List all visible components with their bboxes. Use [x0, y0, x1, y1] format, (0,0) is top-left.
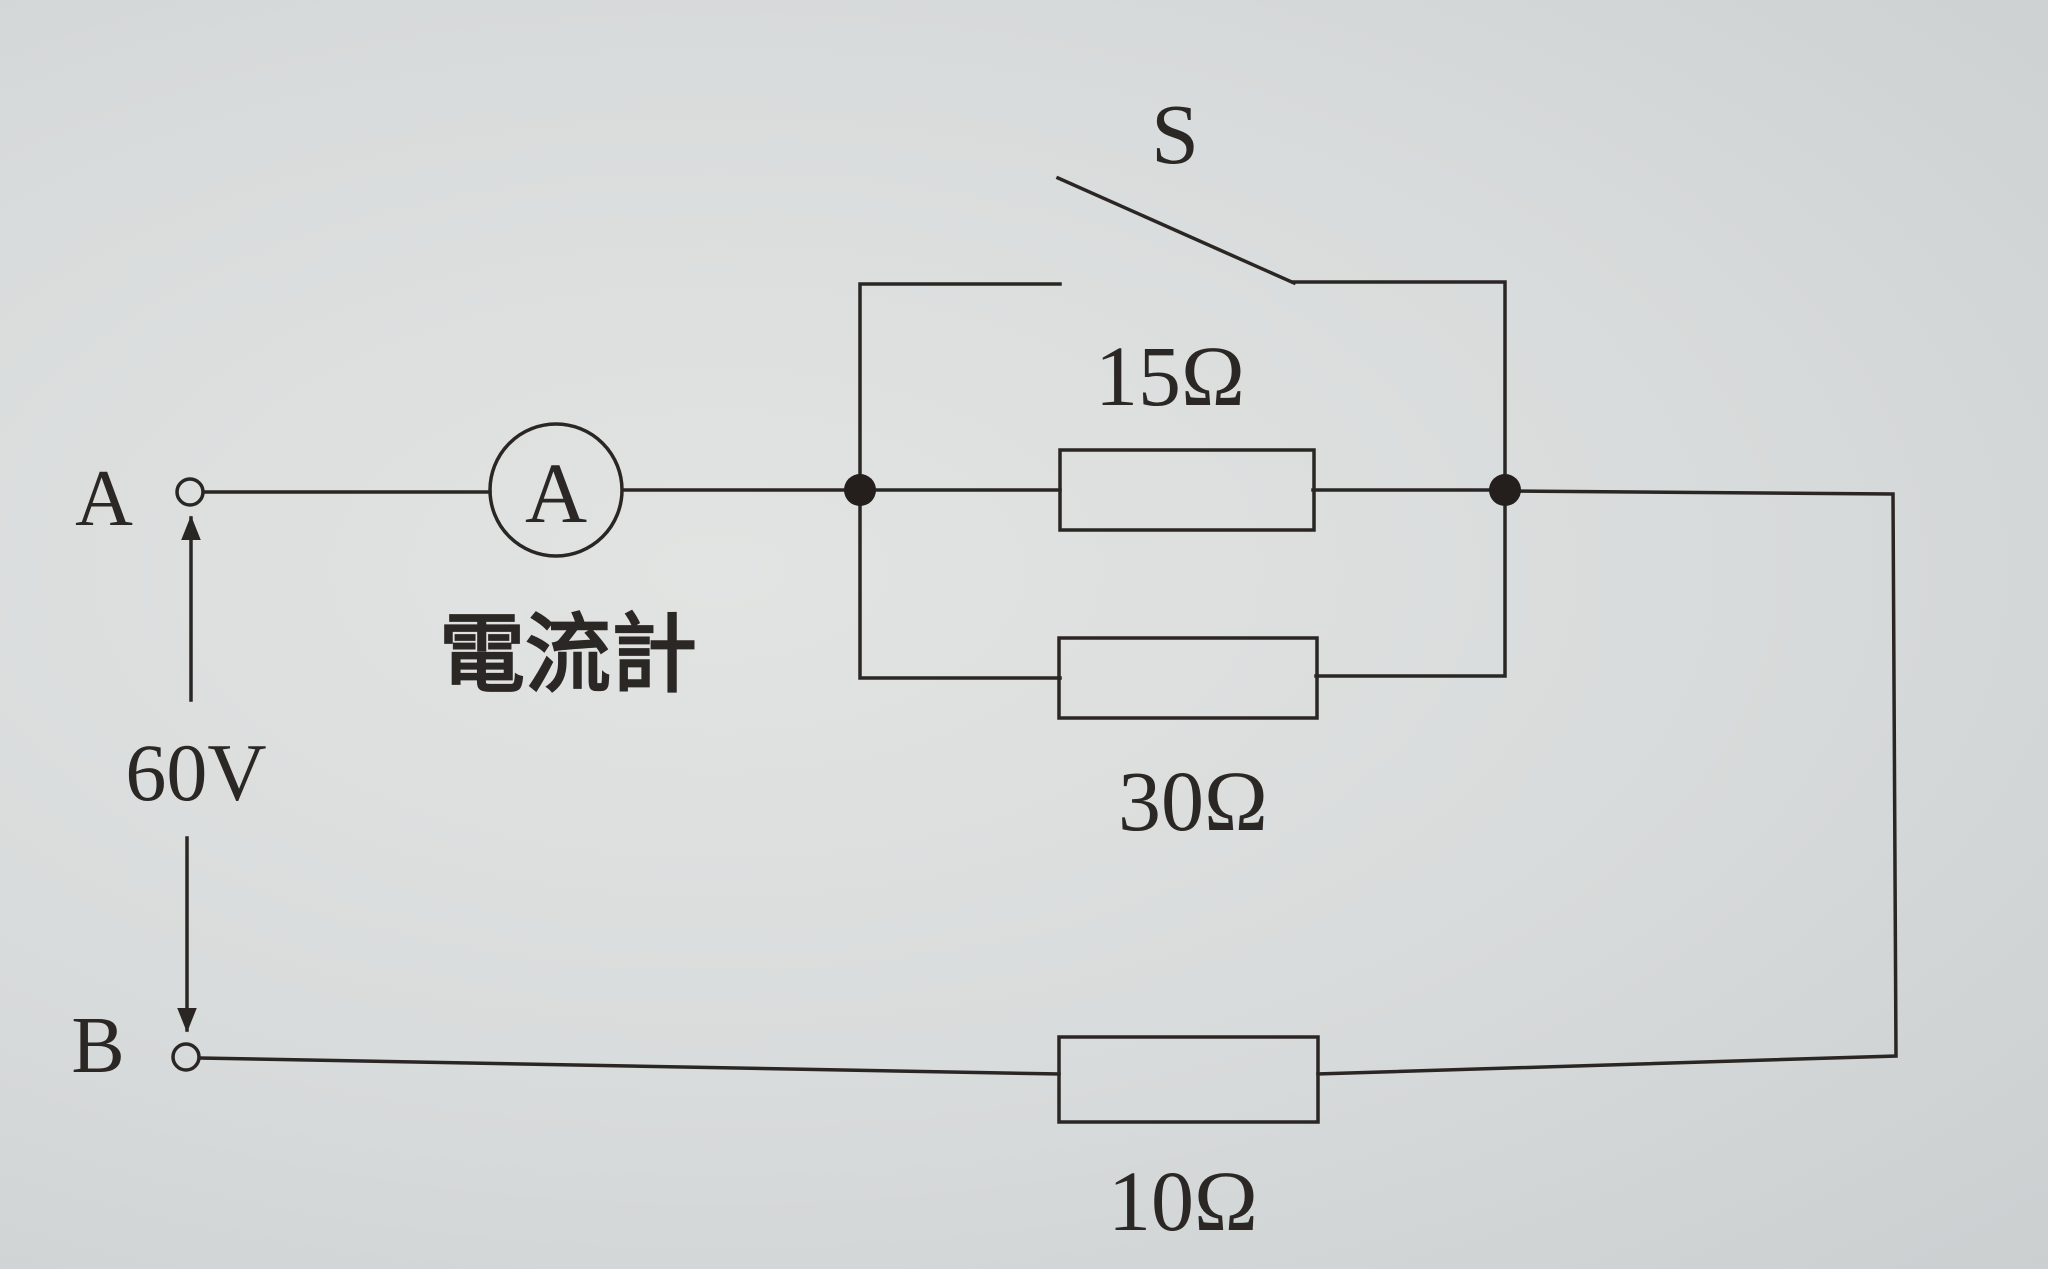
junction-left: [844, 474, 876, 506]
terminal-a[interactable]: [175, 477, 205, 507]
terminal-b[interactable]: [171, 1042, 201, 1072]
resistor-10ohm: [1057, 1035, 1320, 1124]
wire-right-loop: [1316, 489, 1898, 1076]
switch-label: S: [1151, 86, 1199, 182]
junction-right: [1489, 474, 1521, 506]
terminal-a-label: A: [75, 455, 133, 543]
resistor-15ohm: [1058, 448, 1316, 532]
resistor-10ohm-label: 10Ω: [1108, 1153, 1258, 1249]
resistor-30ohm: [1057, 636, 1319, 720]
resistor-15ohm-label: 15Ω: [1095, 328, 1245, 424]
switch-blade: [1055, 175, 1297, 286]
terminal-b-label: B: [71, 1002, 124, 1090]
ammeter-symbol: A: [525, 445, 587, 541]
wire-switch-branch-left: [858, 282, 1062, 680]
wire-bottom-left: [198, 1056, 1061, 1076]
voltage-label: 60V: [125, 727, 266, 818]
wire-switch-branch-right: [1291, 280, 1507, 678]
resistor-30ohm-label: 30Ω: [1118, 753, 1268, 849]
ammeter: [488, 422, 624, 558]
ammeter-caption: 電流計: [439, 605, 697, 705]
